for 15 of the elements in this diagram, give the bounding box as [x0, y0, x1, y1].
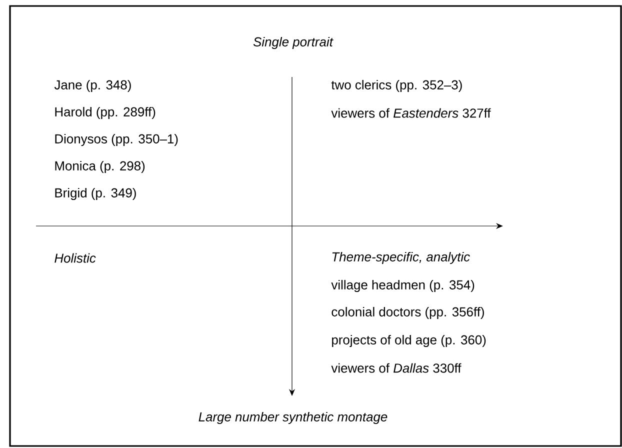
list-item: viewers of Dallas 330ff [331, 363, 462, 373]
list-item: Monica (p. 298) [55, 160, 145, 174]
list-item: Jane (p. 348) [54, 80, 131, 92]
list-item: Harold (pp. 289ff) [55, 106, 156, 120]
list-item: Brigid (p. 349) [55, 188, 136, 200]
list-item: two clerics (pp. 352–3) [331, 80, 462, 92]
axis-label: Large number synthetic montage [198, 412, 388, 424]
list-item: Dionysos (pp. 350–1) [55, 134, 178, 146]
axis-label: Holistic [54, 253, 96, 263]
list-item: projects of old age (p. 360) [332, 334, 486, 348]
quadrant-heading: Theme-specific, analytic [332, 252, 470, 264]
list-item: village headmen (p. 354) [331, 280, 474, 292]
axis-label: Single portrait [253, 36, 334, 50]
list-item: colonial doctors (pp. 356ff) [332, 306, 484, 320]
list-item: viewers of Eastenders 327ff [331, 108, 491, 118]
